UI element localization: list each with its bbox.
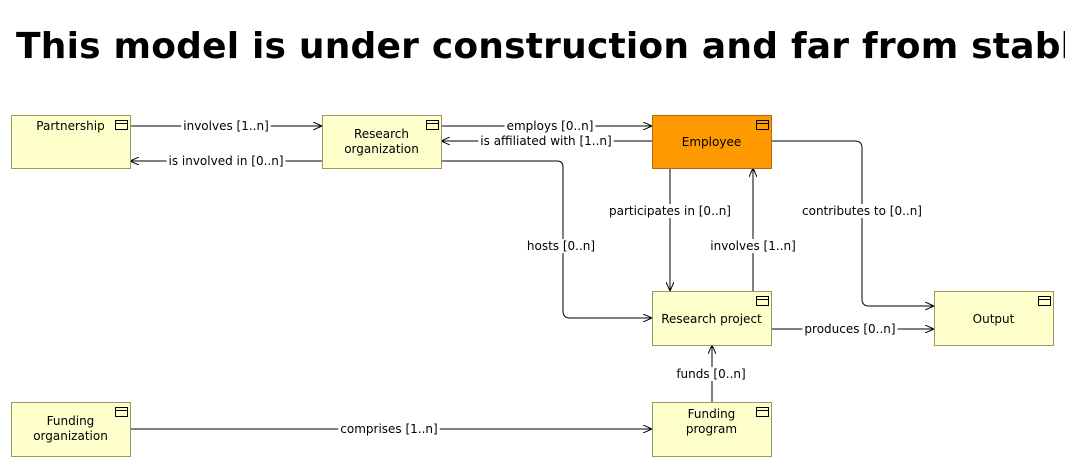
relation-label-background	[338, 422, 440, 436]
relation-label-background	[478, 134, 614, 148]
node-partnership[interactable]: Partnership	[11, 115, 131, 169]
relation-produces[interactable]: produces [0..n]	[771, 322, 934, 336]
business-object-icon	[115, 120, 128, 130]
relation-label: is affiliated with [1..n]	[480, 134, 611, 148]
node-box	[652, 115, 772, 169]
node-label: Research	[354, 127, 409, 141]
relation-label: contributes to [0..n]	[802, 204, 922, 218]
relation-line	[771, 140, 934, 306]
node-label: Output	[973, 312, 1015, 326]
node-employee[interactable]: Employee	[652, 115, 772, 169]
business-object-icon	[756, 296, 769, 306]
page-title: This model is under construction and far…	[16, 26, 1065, 67]
relation-label: funds [0..n]	[676, 367, 745, 381]
relation-label-background	[800, 204, 924, 218]
relation-label: produces [0..n]	[804, 322, 895, 336]
relation-label: hosts [0..n]	[527, 239, 595, 253]
node-box	[652, 291, 772, 346]
relation-label-background	[674, 367, 748, 381]
relation-involves-employee[interactable]: involves [1..n]	[708, 168, 798, 291]
relation-hosts[interactable]: hosts [0..n]	[441, 160, 652, 318]
relation-funds[interactable]: funds [0..n]	[674, 345, 748, 402]
node-label: Funding	[47, 414, 95, 428]
node-label: Partnership	[36, 119, 104, 133]
node-label: Funding	[688, 407, 736, 421]
relation-label: participates in [0..n]	[609, 204, 731, 218]
relation-label-background	[708, 239, 798, 253]
node-research-project[interactable]: Research project	[652, 291, 772, 346]
relation-label-background	[802, 322, 898, 336]
node-box	[934, 291, 1054, 346]
relation-contributes-to[interactable]: contributes to [0..n]	[771, 140, 934, 306]
relation-label: is involved in [0..n]	[168, 154, 283, 168]
node-box	[652, 402, 772, 457]
node-box	[322, 115, 442, 169]
node-label: organization	[344, 142, 419, 156]
business-object-icon	[1038, 296, 1051, 306]
business-object-icon	[426, 120, 439, 130]
relation-label-background	[504, 119, 596, 133]
relation-comprises[interactable]: comprises [1..n]	[130, 422, 652, 436]
node-label: Employee	[682, 135, 741, 149]
node-box	[11, 115, 131, 169]
business-object-icon	[115, 407, 128, 417]
relation-label: comprises [1..n]	[340, 422, 437, 436]
node-output[interactable]: Output	[934, 291, 1054, 346]
relation-label: involves [1..n]	[183, 119, 269, 133]
relation-employs[interactable]: employs [0..n]	[441, 119, 652, 133]
relation-participates-in[interactable]: participates in [0..n]	[607, 168, 733, 291]
node-label: program	[686, 422, 737, 436]
relation-label-background	[166, 154, 286, 168]
relation-label: involves [1..n]	[710, 239, 796, 253]
node-box	[11, 402, 131, 457]
relation-label: employs [0..n]	[507, 119, 594, 133]
relation-label-background	[607, 204, 733, 218]
relation-is-involved-in[interactable]: is involved in [0..n]	[130, 154, 322, 168]
node-label: Research project	[661, 312, 762, 326]
relation-is-affiliated-with[interactable]: is affiliated with [1..n]	[441, 134, 652, 148]
relation-involves-partnership[interactable]: involves [1..n]	[130, 119, 322, 133]
business-object-icon	[756, 407, 769, 417]
relation-label-background	[524, 239, 598, 253]
business-object-icon	[756, 120, 769, 130]
relation-label-background	[181, 119, 271, 133]
node-label: organization	[33, 429, 108, 443]
